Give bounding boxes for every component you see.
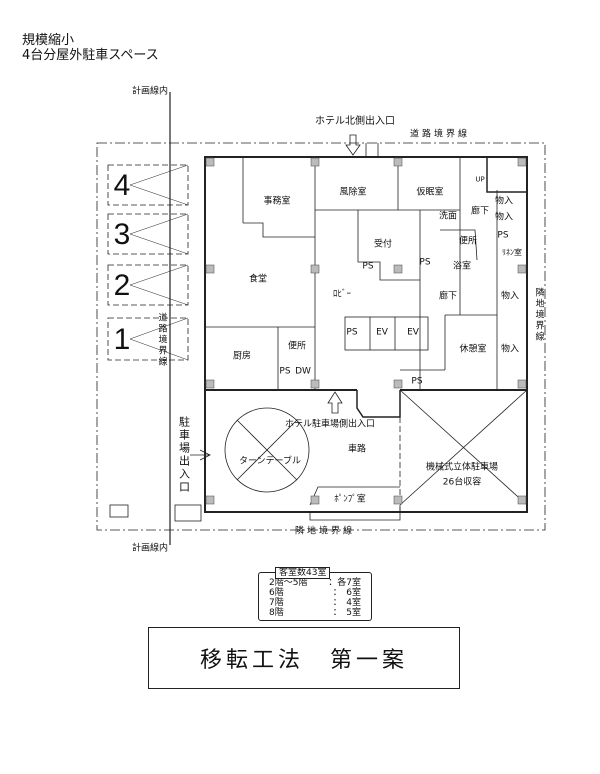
room-corridor: 廊下 (470, 206, 490, 217)
parking-space-number: 1 (113, 323, 131, 356)
room-windbreak: 風除室 (339, 187, 367, 198)
turntable-label: ターンテーブル (238, 456, 302, 467)
mech-parking-label: 機械式立体駐車場 (425, 462, 499, 473)
room-office: 事務室 (263, 196, 291, 207)
plan-line-label-bottom: 計画線内 (131, 543, 169, 554)
room-corridor: 廊下 (438, 291, 458, 302)
room-nap: 仮眠室 (416, 187, 444, 198)
room-reception: 受付 (373, 239, 393, 250)
room-linen: ﾘﾈﾝ室 (502, 248, 522, 257)
room-ps: PS (279, 366, 291, 377)
road-boundary-left: 道路境界線 (156, 312, 167, 368)
legend-count: ：各7室 (328, 578, 361, 588)
legend-floor: 8階 (269, 608, 284, 618)
drawing-title: 移転工法 第一案 (148, 627, 460, 689)
legend-row: 7階 ： 4室 (263, 598, 367, 608)
note-line-1: 規模縮小 (22, 33, 75, 48)
room-washroom: 洗面 (438, 211, 458, 222)
parking-space-number: 4 (113, 169, 131, 202)
neighbor-boundary-bottom: 隣地境界線 (294, 526, 356, 537)
room-ps: PS (411, 376, 423, 387)
stair-up-label: UP (475, 175, 485, 184)
parking-space-number: 3 (113, 218, 131, 251)
legend-count: ： 6室 (332, 588, 361, 598)
room-storage: 物入 (500, 344, 520, 355)
plan-line-label-top: 計画線内 (131, 86, 169, 97)
legend-row: 6階 ： 6室 (263, 588, 367, 598)
room-ps: PS (419, 257, 431, 268)
room-storage: 物入 (494, 196, 514, 207)
room-elevator: EV (376, 327, 388, 338)
room-elevator: EV (407, 327, 419, 338)
legend-count: ： 4室 (332, 598, 361, 608)
room-dining: 食堂 (248, 274, 268, 285)
road-boundary-top: 道路境界線 (409, 129, 471, 140)
pump-room-label: ﾎﾟﾝﾌﾟ室 (334, 494, 366, 505)
room-storage: 物入 (494, 212, 514, 223)
mech-capacity-label: 26台収容 (442, 477, 482, 488)
room-dumbwaiter: DW (295, 366, 311, 377)
parking-entry-label: 駐車場出入口 (177, 416, 191, 494)
driveway-label: 車路 (347, 444, 367, 455)
legend-floor: 7階 (269, 598, 284, 608)
parking-space-number: 2 (113, 269, 131, 302)
room-rest: 休憩室 (459, 344, 487, 355)
legend-row: 2階～5階 ：各7室 (263, 578, 367, 588)
room-bath: 浴室 (452, 261, 472, 272)
room-ps: PS (346, 327, 358, 338)
neighbor-boundary-right: 隣地境界線 (533, 287, 544, 343)
room-ps: PS (497, 230, 509, 241)
legend-floor: 6階 (269, 588, 284, 598)
room-lobby: ﾛﾋﾞｰ (332, 289, 352, 300)
legend-row: 8階 ： 5室 (263, 608, 367, 618)
site-boundary (96, 142, 546, 531)
north-entrance-label: ホテル北側出入口 (315, 116, 395, 127)
parking-side-entrance-label: ホテル駐車場側出入口 (284, 419, 376, 430)
room-ps: PS (362, 261, 374, 272)
room-count-legend: 客室数43室 2階～5階 ：各7室 6階 ： 6室 7階 ： 4室 8階 ： 5室 (258, 567, 372, 621)
room-kitchen: 厨房 (232, 351, 252, 362)
room-toilet: 便所 (287, 341, 307, 352)
legend-header: 客室数43室 (275, 567, 331, 579)
room-toilet: 便所 (458, 236, 478, 247)
room-storage: 物入 (500, 291, 520, 302)
note-line-2: 4台分屋外駐車スペース (22, 48, 159, 63)
legend-count: ： 5室 (332, 608, 361, 618)
legend-floor: 2階～5階 (269, 578, 308, 588)
